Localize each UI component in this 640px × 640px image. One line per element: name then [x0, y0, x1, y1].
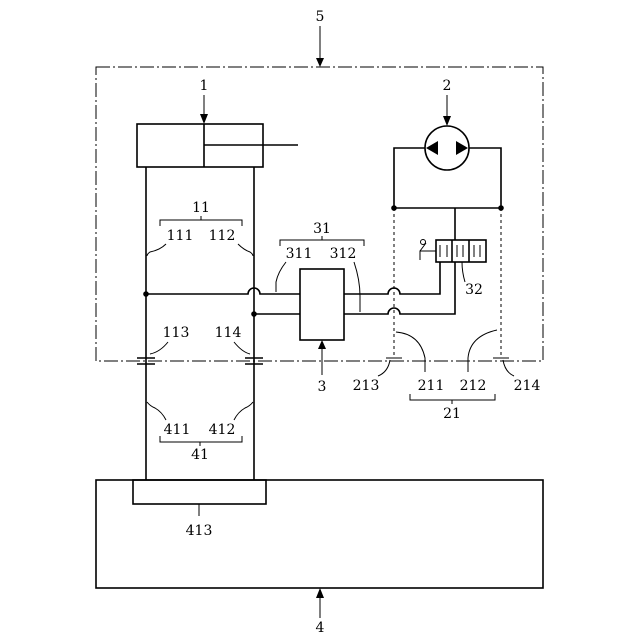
pipe-upper-horizontal [146, 288, 300, 294]
label-413: 413 [186, 523, 213, 539]
label-311: 311 [286, 246, 313, 262]
cylinder-1 [137, 124, 298, 167]
leader-214 [503, 360, 514, 376]
arrow-4 [316, 588, 324, 598]
bracket-21 [410, 394, 495, 404]
label-2: 2 [443, 78, 452, 94]
label-113: 113 [163, 325, 190, 341]
arrow-5 [316, 58, 324, 67]
leader-112 [238, 244, 253, 256]
junction-right [251, 311, 257, 317]
label-5: 5 [316, 9, 325, 25]
label-214: 214 [514, 378, 541, 394]
leader-312 [354, 262, 360, 312]
label-1: 1 [200, 78, 209, 94]
label-21: 21 [443, 406, 461, 422]
leader-113 [150, 342, 168, 354]
leader-212 [468, 330, 497, 372]
leader-211 [396, 332, 425, 372]
leader-412 [234, 402, 253, 420]
label-412: 412 [209, 422, 236, 438]
tank-4 [96, 480, 543, 588]
leader-111 [147, 244, 166, 256]
boundary-5 [96, 67, 543, 361]
pump-motor-2 [425, 126, 469, 170]
label-3: 3 [318, 379, 327, 395]
leader-213 [378, 360, 390, 376]
arrow-2 [443, 116, 451, 126]
label-212: 212 [460, 378, 487, 394]
label-112: 112 [209, 228, 236, 244]
bracket-31 [280, 236, 364, 246]
unit-3 [300, 269, 344, 340]
arrow-3 [318, 340, 326, 349]
label-32: 32 [465, 282, 483, 298]
leader-32 [462, 262, 465, 282]
valve-32 [420, 240, 486, 263]
leader-311 [276, 262, 286, 292]
label-31: 31 [313, 221, 331, 237]
leader-114 [234, 342, 250, 354]
label-41: 41 [191, 447, 209, 463]
leader-411 [147, 402, 166, 420]
label-114: 114 [215, 325, 242, 341]
label-111: 111 [167, 228, 194, 244]
label-213: 213 [353, 378, 380, 394]
label-211: 211 [418, 378, 445, 394]
bracket-11 [160, 216, 242, 226]
label-11: 11 [192, 200, 210, 216]
arrow-1 [200, 114, 208, 124]
label-4: 4 [316, 620, 325, 636]
label-411: 411 [164, 422, 191, 438]
label-312: 312 [330, 246, 357, 262]
pipe-right-lower [344, 262, 455, 314]
junction-left [143, 291, 149, 297]
pump-loop [394, 148, 501, 208]
block-413 [133, 480, 266, 504]
